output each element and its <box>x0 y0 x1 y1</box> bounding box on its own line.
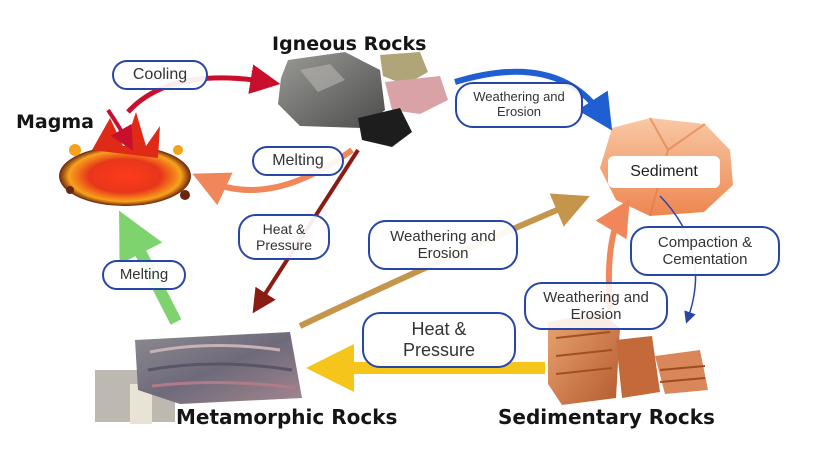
weathering-erosion-top-label: Weathering and Erosion <box>455 82 583 128</box>
sedimentary-rock-image <box>548 312 708 405</box>
magma-image <box>59 112 191 206</box>
heat-pressure-small-label: Heat & Pressure <box>238 214 330 260</box>
heat-pressure-large-label: Heat & Pressure <box>362 312 516 368</box>
weathering-erosion-sedimentary-label: Weathering and Erosion <box>524 282 668 330</box>
igneous-rock-image <box>278 52 448 147</box>
weathering-erosion-middle-label: Weathering and Erosion <box>368 220 518 270</box>
metamorphic-rock-image <box>95 332 302 424</box>
magma-title: Magma <box>16 111 94 133</box>
compaction-cementation-label: Compaction & Cementation <box>630 226 780 276</box>
metamorphic-rocks-title: Metamorphic Rocks <box>176 405 398 429</box>
igneous-rocks-title: Igneous Rocks <box>272 33 427 55</box>
melting-igneous-label: Melting <box>252 146 344 176</box>
weathering-to-sediment-arrow <box>454 68 613 131</box>
sedimentary-rocks-title: Sedimentary Rocks <box>498 405 715 429</box>
sediment-label: Sediment <box>608 156 720 188</box>
cooling-label: Cooling <box>112 60 208 90</box>
melting-metamorphic-label: Melting <box>102 260 186 290</box>
magma-spill-arrow <box>106 108 133 151</box>
